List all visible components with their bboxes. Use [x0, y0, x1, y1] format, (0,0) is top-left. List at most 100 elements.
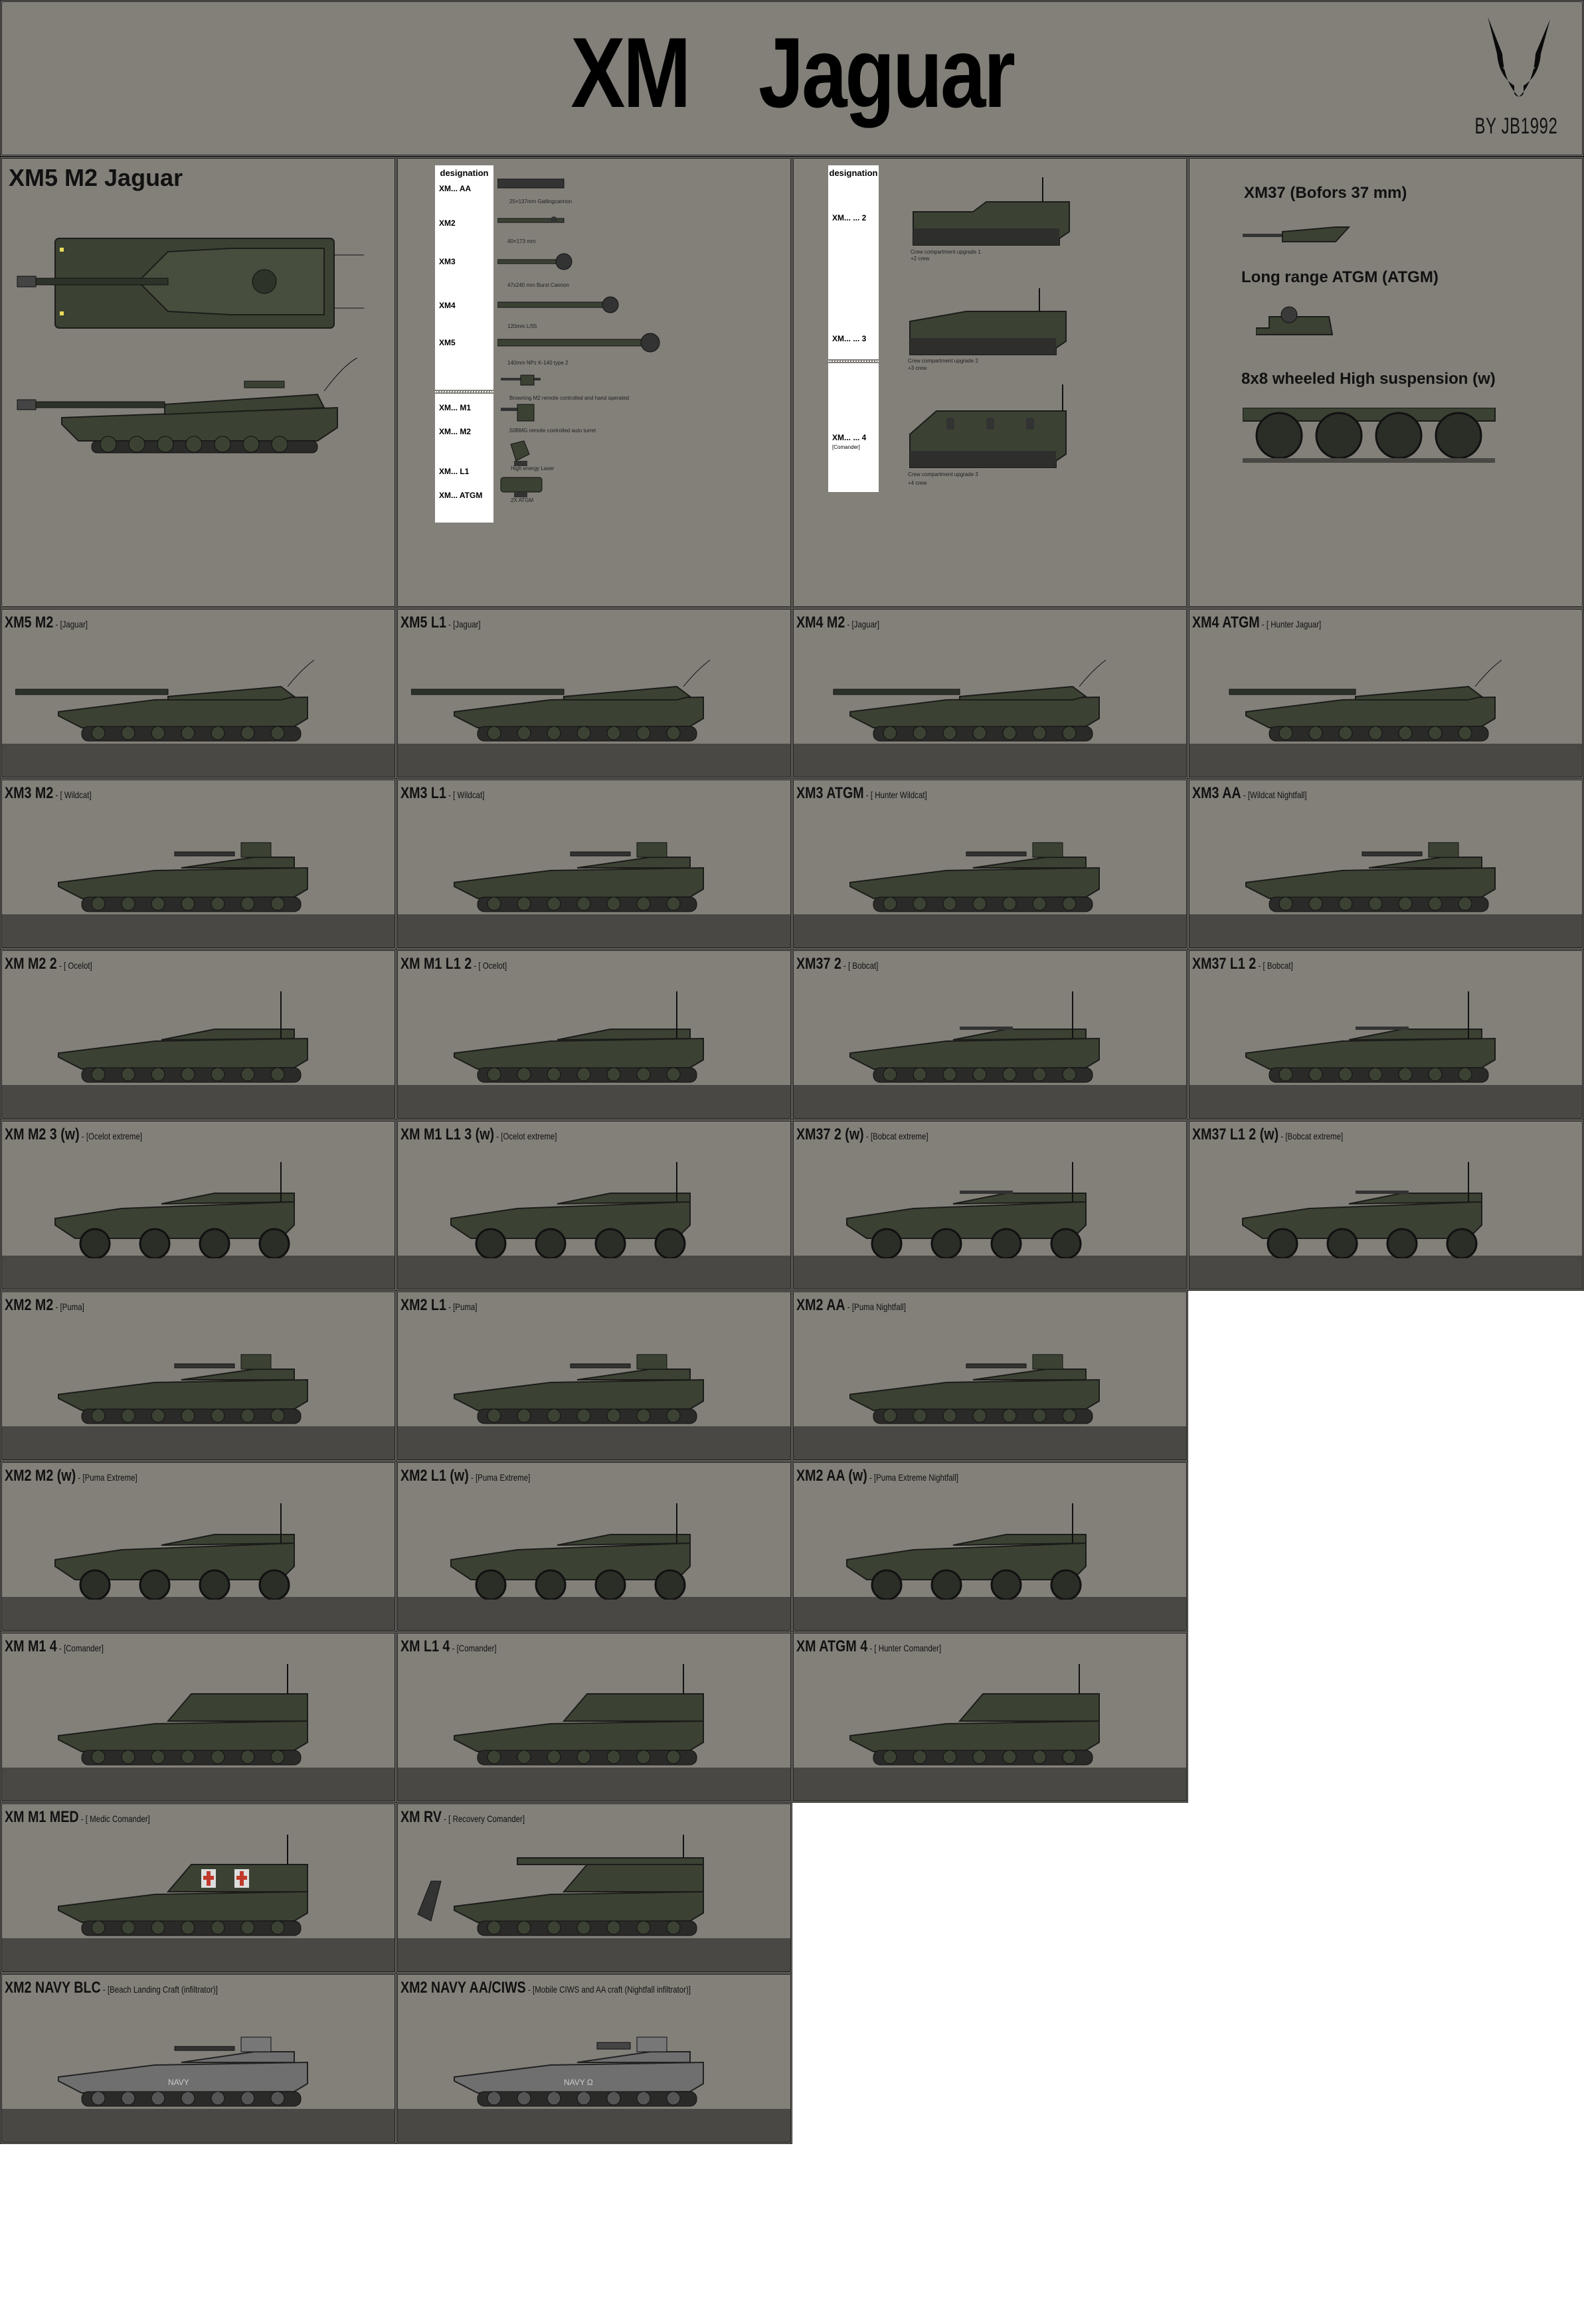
- variant-card: XM2 NAVY AA/CIWS - [Mobile CIWS and AA c…: [396, 1973, 792, 2144]
- variant-card: XM37 L1 2 - [ Bobcat]: [1188, 949, 1584, 1120]
- tank-vehicle-drawing: [15, 659, 315, 742]
- separator: -: [863, 789, 871, 800]
- variant-name: XM2 M2 - [Puma]: [5, 1296, 84, 1315]
- variant-nickname: [Puma Extreme]: [475, 1472, 531, 1483]
- variant-card: XM3 M2 - [ Wildcat]: [0, 778, 396, 950]
- separator: -: [79, 1131, 86, 1141]
- gatling-cannon-icon: [497, 179, 565, 189]
- variant-card: XM2 NAVY BLC - [Beach Landing Craft (inf…: [0, 1973, 396, 2144]
- variant-card: XM ATGM 4 - [ Hunter Comander]: [792, 1631, 1188, 1803]
- variant-designation: XM M1 L1 2: [400, 955, 472, 973]
- ground-strip: [1189, 914, 1582, 948]
- variant-card: XM M1 L1 3 (w) - [Ocelot extreme]: [396, 1120, 792, 1291]
- weapons-panel: designation XM... AA XM2 XM3 XM4 XM5 XM.…: [396, 157, 792, 608]
- designation-label: XM4: [439, 301, 456, 310]
- variant-nickname: [ Bobcat]: [1263, 960, 1293, 971]
- divider: [435, 391, 493, 394]
- secondary-designation-column: XM... M1 XM... M2 XM... L1 XM... ATGM: [435, 394, 493, 523]
- variant-designation: XM3 M2: [5, 784, 54, 802]
- variant-nickname: [Puma]: [453, 1301, 478, 1312]
- variant-name: XM37 L1 2 - [ Bobcat]: [1192, 955, 1293, 973]
- variant-card: XM RV - [ Recovery Comander]: [396, 1802, 792, 1973]
- separator: -: [845, 1301, 852, 1312]
- cmd-vehicle-drawing: [849, 1664, 1100, 1766]
- separator: -: [863, 1131, 871, 1141]
- ground-strip: [2, 1597, 395, 1630]
- hull-crew: +3 crew: [908, 365, 927, 371]
- separator: -: [56, 1643, 64, 1653]
- variant-nickname: [Ocelot extreme]: [501, 1131, 557, 1141]
- designation-label: XM... ... 2: [832, 213, 867, 222]
- wheeled-vehicle-drawing: [54, 1503, 295, 1600]
- title-part-jaguar: Jaguar: [758, 17, 1015, 128]
- variant-nickname: [Wildcat Nightfall]: [1247, 789, 1307, 800]
- variant-nickname: [Puma Extreme Nightfall]: [873, 1472, 958, 1483]
- atgm-turret-icon: [1256, 306, 1334, 335]
- ground-strip: [794, 914, 1186, 948]
- variant-name: XM L1 4 - [Comander]: [400, 1637, 497, 1656]
- variant-designation: XM RV: [400, 1808, 442, 1826]
- variant-nickname: [ Wildcat]: [453, 789, 485, 800]
- variant-designation: XM37 L1 2 (w): [1192, 1125, 1279, 1143]
- variant-designation: XM5 M2: [5, 614, 54, 631]
- variant-nickname: [Beach Landing Craft (infiltrator)]: [107, 1984, 218, 1995]
- variant-name: XM3 L1 - [ Wildcat]: [400, 784, 484, 803]
- rv-vehicle-drawing: [417, 1835, 704, 1936]
- designation-header: designation: [440, 168, 489, 178]
- variant-card: XM2 L1 (w) - [Puma Extreme]: [396, 1461, 792, 1632]
- variant-nickname: [ Bobcat]: [848, 960, 879, 971]
- wheeled-vehicle-drawing: [450, 1162, 691, 1258]
- separator: -: [867, 1643, 875, 1653]
- ifv-vehicle-drawing: [58, 842, 308, 912]
- weapon-caption: 25×137mm Gatlingcannon: [509, 199, 572, 205]
- 40mm-cannon-icon: [497, 216, 565, 223]
- variant-card: XM M1 MED - [ Medic Comander]: [0, 1802, 396, 1973]
- separator: -: [841, 960, 849, 971]
- variant-name: XM ATGM 4 - [ Hunter Comander]: [796, 1637, 941, 1656]
- variant-designation: XM M1 MED: [5, 1808, 79, 1826]
- ifv-vehicle-drawing: [454, 842, 704, 912]
- 8x8-chassis-icon: [1243, 408, 1496, 463]
- variant-name: XM3 M2 - [ Wildcat]: [5, 784, 92, 803]
- variant-name: XM M1 L1 2 - [ Ocelot]: [400, 955, 507, 973]
- separator: -: [1259, 619, 1267, 629]
- hull-crew: +2 crew: [911, 256, 930, 262]
- variant-name: XM2 L1 (w) - [Puma Extreme]: [400, 1467, 530, 1485]
- variant-nickname: [Puma Nightfall]: [851, 1301, 906, 1312]
- variant-designation: XM3 L1: [400, 784, 446, 802]
- variant-designation: XM5 L1: [400, 614, 446, 631]
- variant-nickname: [Jaguar]: [453, 619, 481, 629]
- main-gun-designation-column: designation XM... AA XM2 XM3 XM4 XM5: [435, 165, 493, 390]
- weapon-caption: 40×173 mm: [507, 238, 536, 244]
- separator: -: [53, 619, 60, 629]
- ground-strip: [398, 1768, 790, 1801]
- variant-name: XM5 L1 - [Jaguar]: [400, 614, 481, 632]
- author-byline: BY JB1992: [1475, 114, 1558, 139]
- variant-card: XM3 AA - [Wildcat Nightfall]: [1188, 778, 1584, 950]
- cmd-vehicle-drawing: [454, 1664, 704, 1766]
- variant-designation: XM M2 3 (w): [5, 1125, 80, 1143]
- side-view-drawing: [17, 358, 358, 454]
- variant-name: XM2 L1 - [Puma]: [400, 1296, 477, 1315]
- variant-designation: XM2 NAVY BLC: [5, 1979, 101, 1997]
- separator: -: [525, 1984, 533, 1995]
- separator: -: [468, 1472, 476, 1483]
- designation-header: designation: [829, 168, 878, 178]
- variant-card: XM4 ATGM - [ Hunter Jaguar]: [1188, 608, 1584, 779]
- designation-sub: [Comander]: [832, 444, 860, 450]
- ground-strip: [2, 914, 395, 948]
- separator: -: [867, 1472, 874, 1483]
- ground-strip: [794, 1256, 1186, 1289]
- variant-card: XM2 L1 - [Puma]: [396, 1290, 792, 1461]
- ground-strip: [794, 1597, 1186, 1630]
- 47mm-burst-cannon-icon: [497, 253, 572, 270]
- ifv-vehicle-drawing: [58, 1354, 308, 1424]
- hull-caption: Crew compartment upgrade 2: [908, 358, 978, 364]
- hull-drawings: [909, 177, 1070, 468]
- designation-label: XM... M2: [439, 427, 472, 436]
- variant-designation: XM2 L1: [400, 1296, 446, 1314]
- apc-vehicle-drawing: [1245, 991, 1496, 1083]
- variant-name: XM M2 3 (w) - [Ocelot extreme]: [5, 1125, 142, 1144]
- ground-strip: [1189, 1085, 1582, 1118]
- variant-designation: XM4 ATGM: [1192, 614, 1260, 631]
